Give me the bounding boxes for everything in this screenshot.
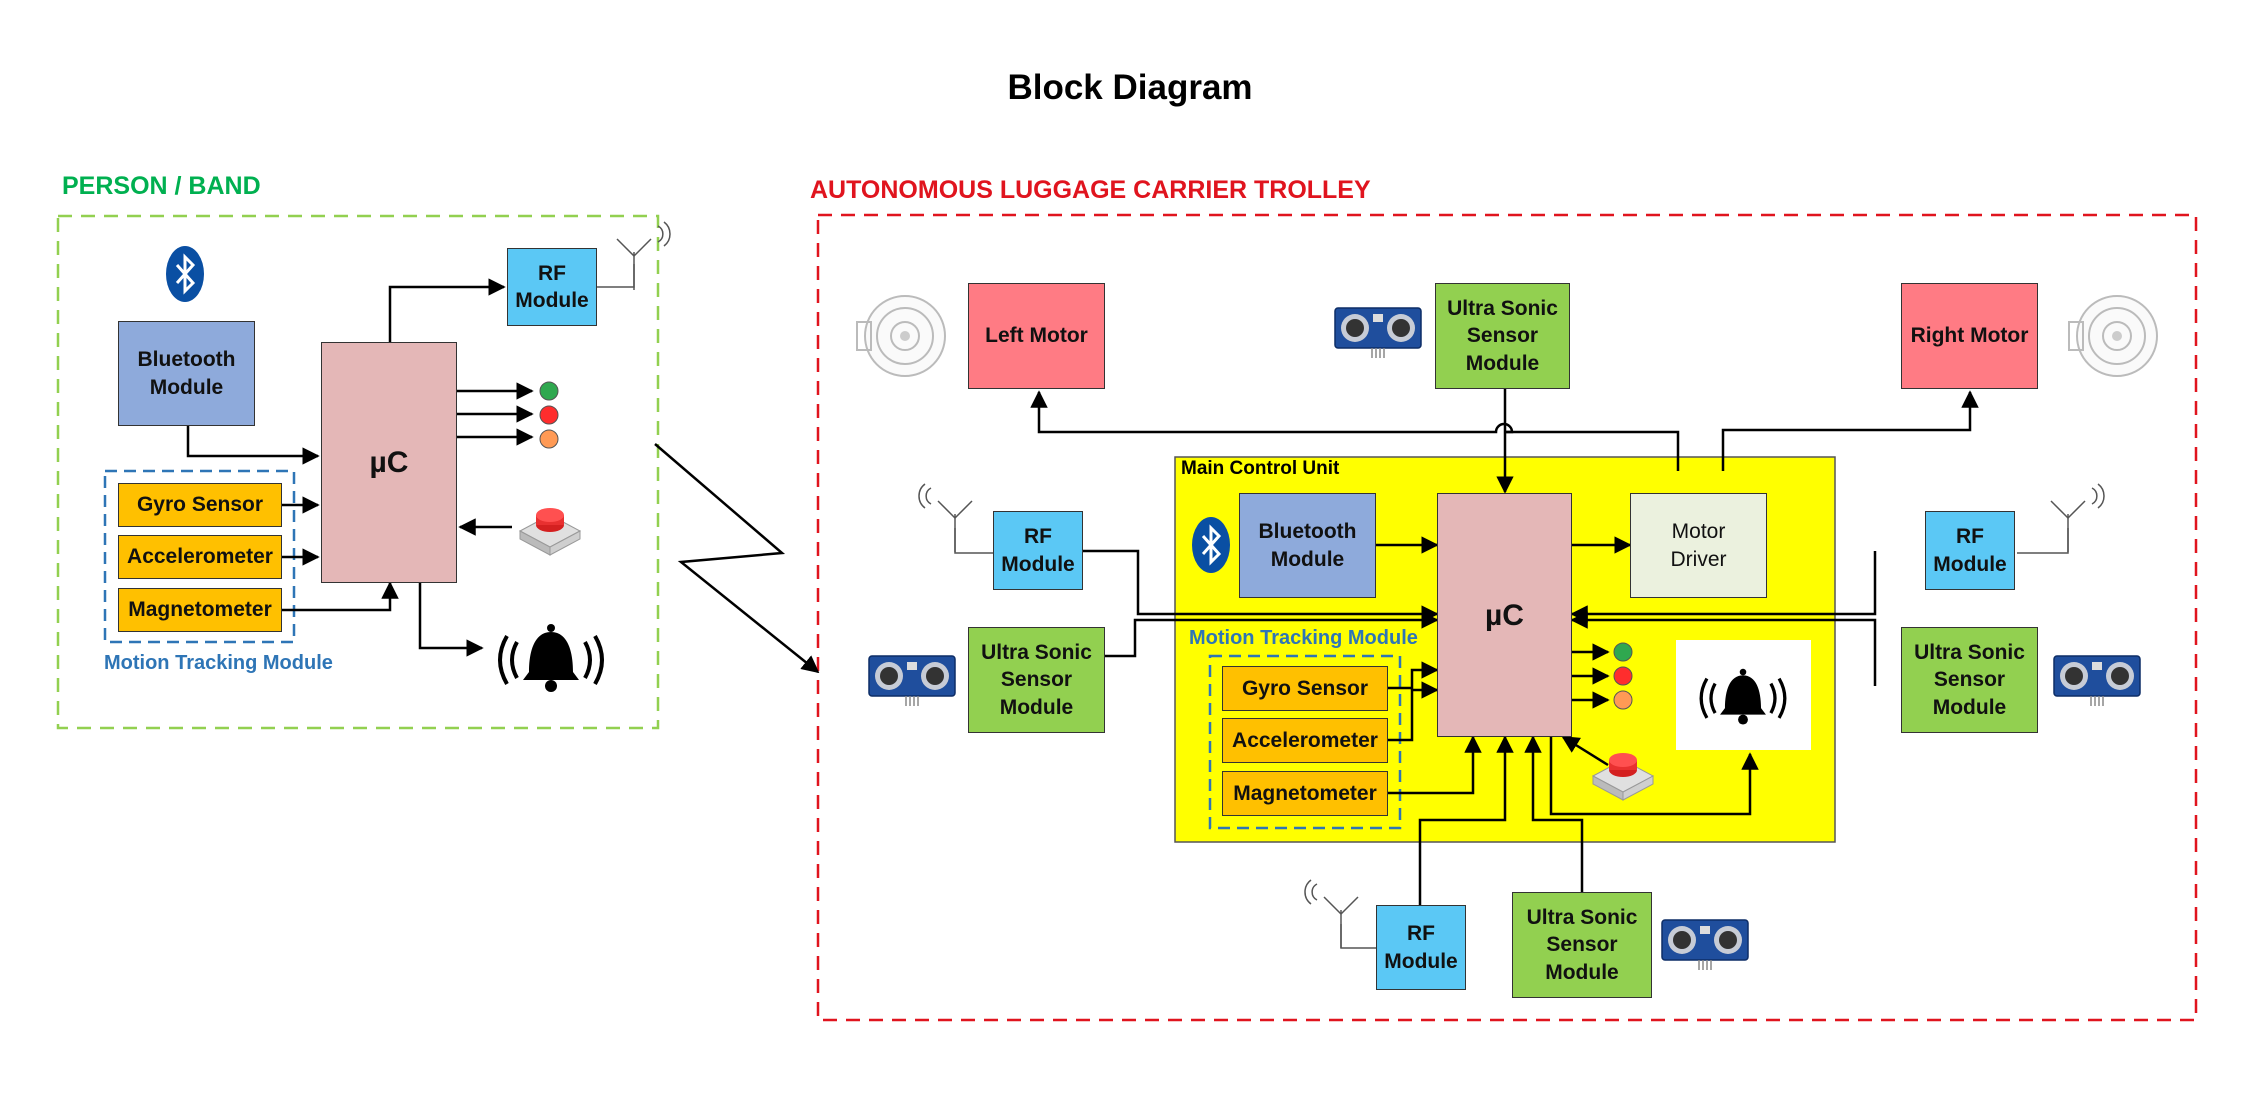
band-frame <box>56 214 660 730</box>
band-bluetooth-module: Bluetooth Module <box>118 321 255 426</box>
led-indicators-icon <box>1613 642 1633 710</box>
trolley-bluetooth-module: Bluetooth Module <box>1239 493 1376 598</box>
ultrasonic-sensor-icon <box>1334 307 1422 359</box>
trolley-frame <box>816 213 2198 1022</box>
rf-module-right: RF Module <box>1925 511 2015 590</box>
trolley-gyro-sensor: Gyro Sensor <box>1222 666 1388 711</box>
band-wires <box>186 278 534 657</box>
motor-driver: Motor Driver <box>1630 493 1767 598</box>
antenna-icon <box>2050 483 2105 553</box>
motor-icon <box>2068 295 2158 377</box>
band-label: PERSON / BAND <box>62 172 261 200</box>
band-magnetometer: Magnetometer <box>118 588 282 632</box>
bluetooth-icon <box>1190 515 1232 575</box>
trolley-motion-label: Motion Tracking Module <box>1189 627 1418 649</box>
ultrasonic-sensor-icon <box>2053 655 2141 707</box>
push-button-icon <box>519 507 581 556</box>
rf-module-bottom: RF Module <box>1376 905 1466 990</box>
antenna-icon <box>616 221 671 291</box>
diagram-title: Block Diagram <box>1007 68 1253 107</box>
band-gyro-sensor: Gyro Sensor <box>118 483 282 527</box>
motor-icon <box>856 295 946 377</box>
left-motor: Left Motor <box>968 283 1105 389</box>
ultrasonic-top: Ultra Sonic Sensor Module <box>1435 283 1570 389</box>
trolley-motion-frame <box>1208 654 1402 830</box>
bluetooth-icon <box>164 244 206 304</box>
rf-module-left: RF Module <box>993 511 1083 590</box>
led-indicators-icon <box>539 381 559 449</box>
trolley-label: AUTONOMOUS LUGGAGE CARRIER TROLLEY <box>810 176 1371 204</box>
main-control-unit-label: Main Control Unit <box>1181 458 1340 479</box>
ultrasonic-left: Ultra Sonic Sensor Module <box>968 627 1105 733</box>
ultrasonic-sensor-icon <box>868 655 956 707</box>
trolley-magnetometer: Magnetometer <box>1222 771 1388 816</box>
ultrasonic-right: Ultra Sonic Sensor Module <box>1901 627 2038 733</box>
trolley-accelerometer: Accelerometer <box>1222 718 1388 763</box>
wireless-link <box>654 443 820 674</box>
trolley-microcontroller: µC <box>1437 493 1572 737</box>
right-motor: Right Motor <box>1901 283 2038 389</box>
ultrasonic-sensor-icon <box>1661 919 1749 971</box>
alarm-bell-icon <box>498 622 604 694</box>
band-motion-label: Motion Tracking Module <box>104 652 333 674</box>
band-accelerometer: Accelerometer <box>118 535 282 579</box>
band-microcontroller: µC <box>321 342 457 583</box>
antenna-icon <box>918 483 973 553</box>
band-rf-module: RF Module <box>507 248 597 326</box>
ultrasonic-bottom: Ultra Sonic Sensor Module <box>1512 892 1652 998</box>
antenna-icon <box>1304 879 1359 949</box>
trolley-wires <box>1030 388 1979 905</box>
